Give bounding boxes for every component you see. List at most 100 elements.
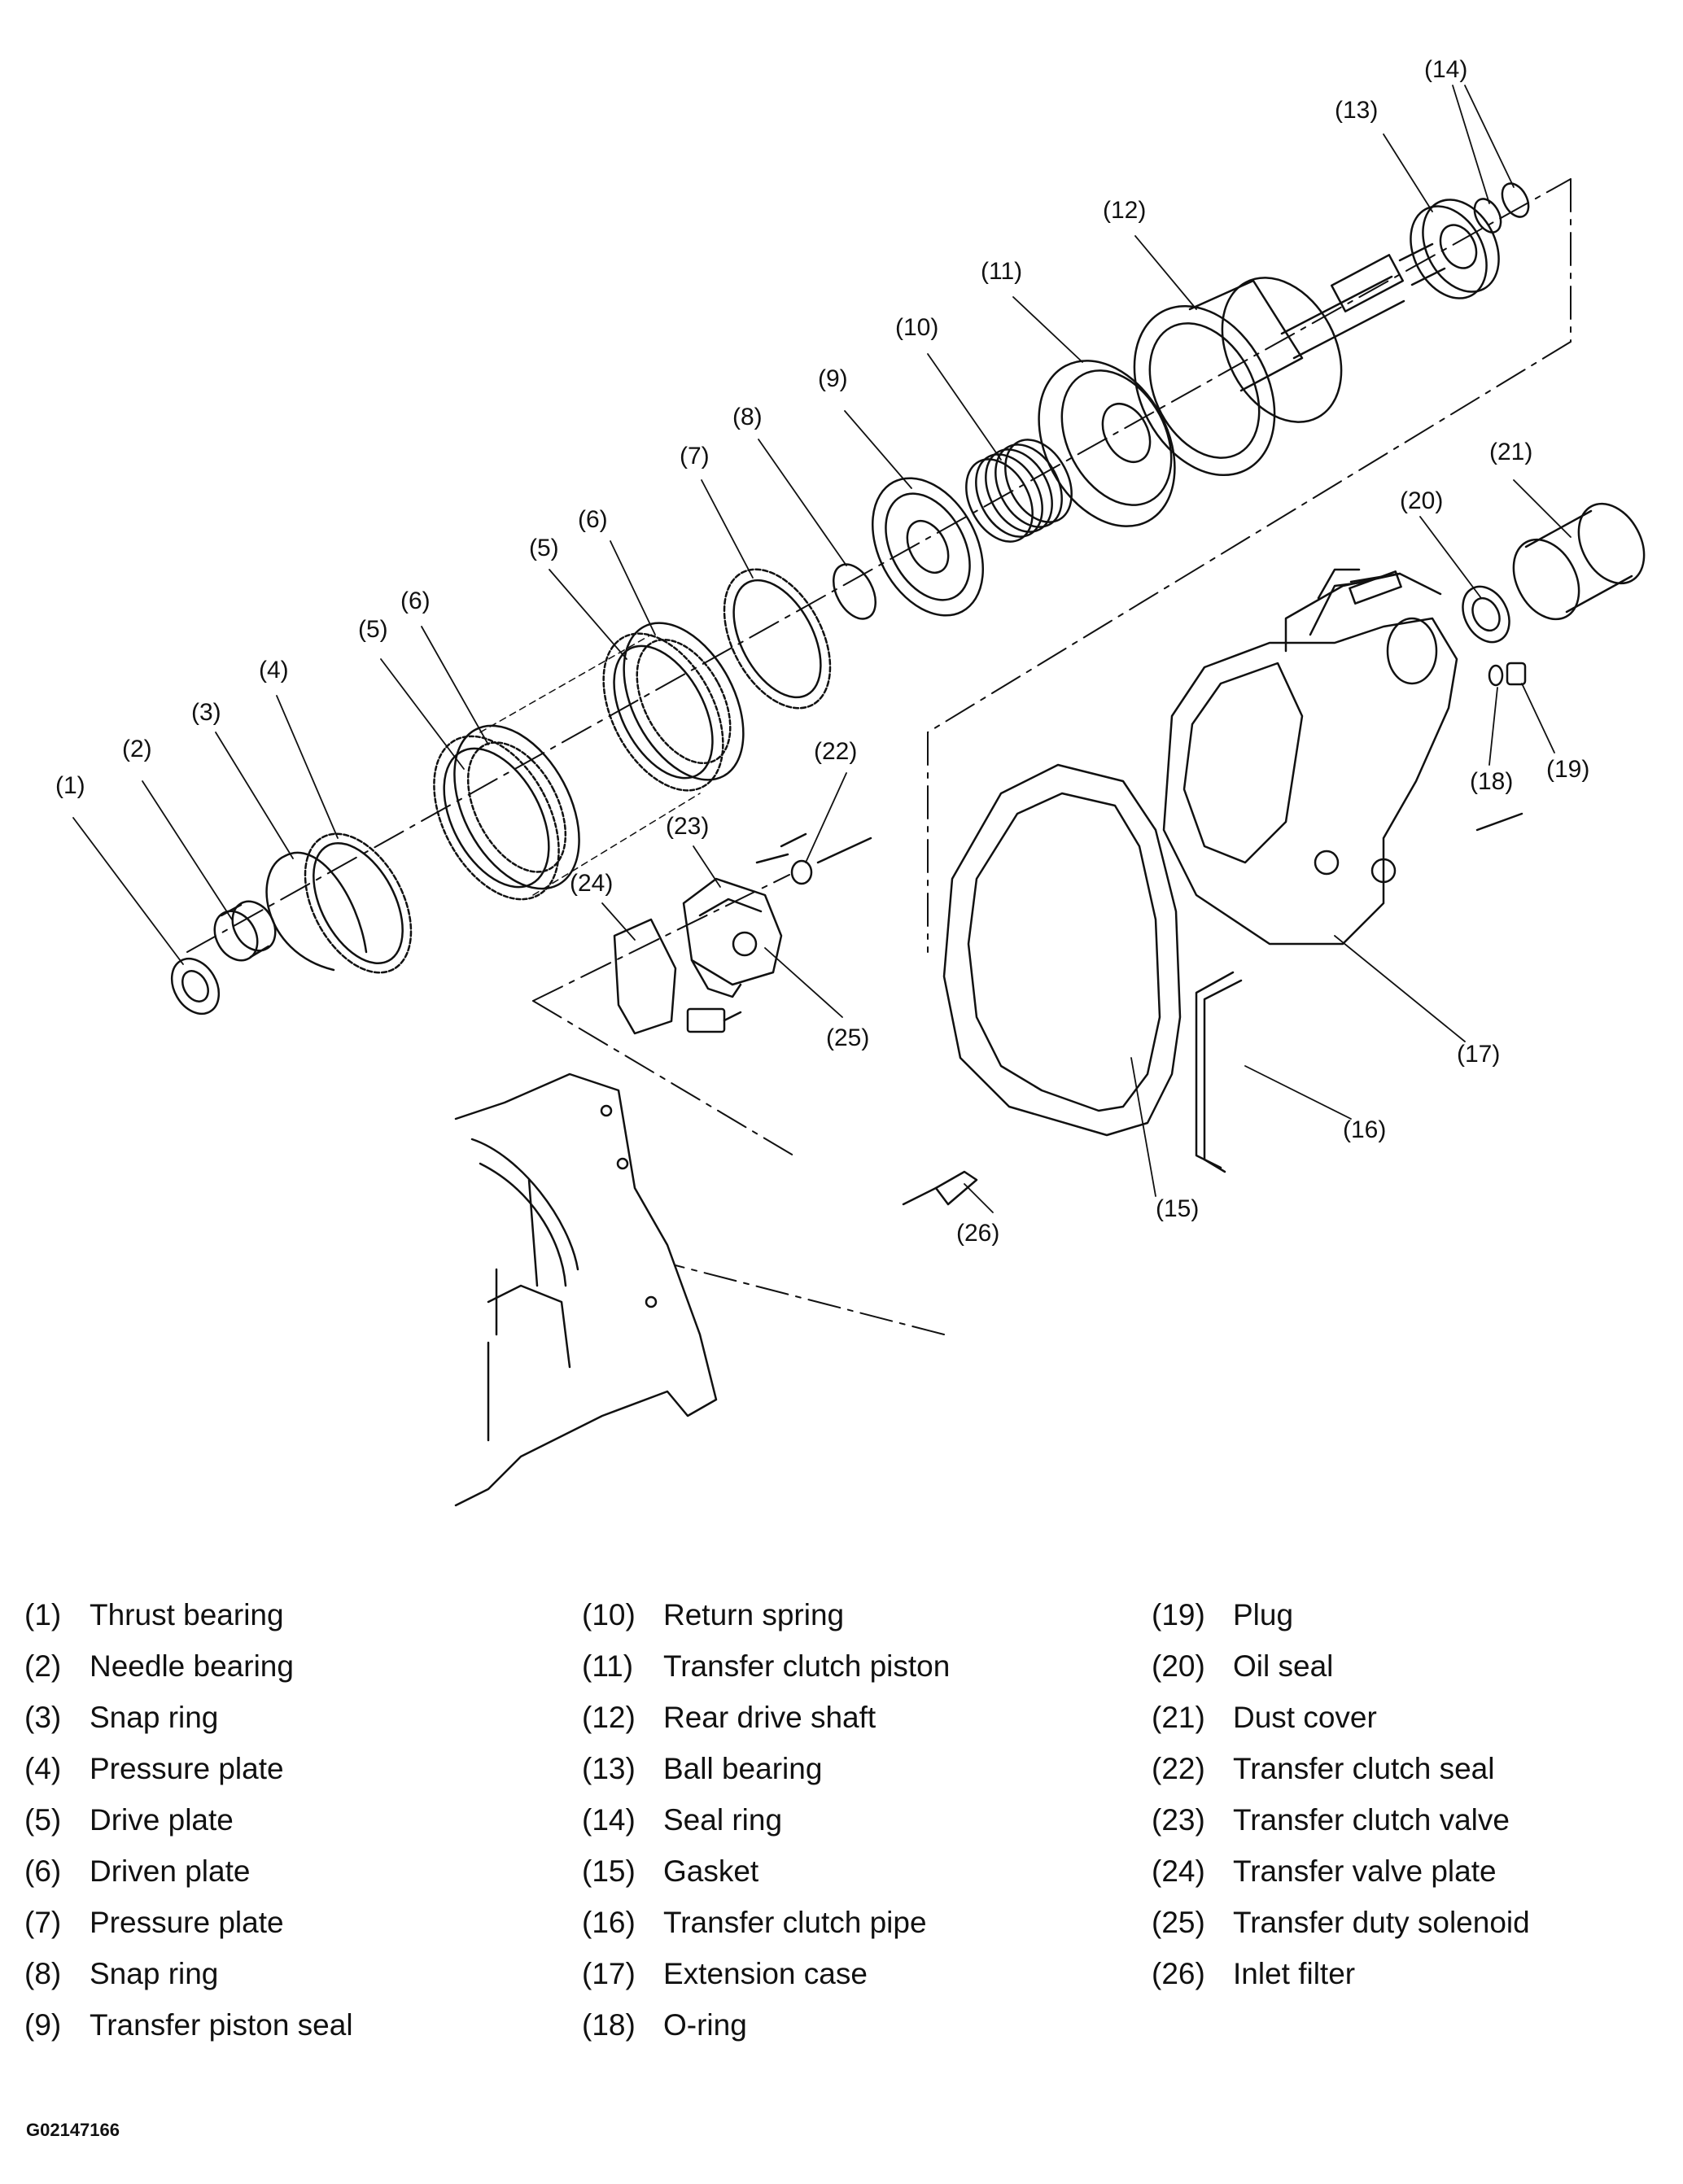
legend-item-name: O-ring (663, 2008, 747, 2042)
legend-item: (3) Snap ring (24, 1697, 218, 1738)
callout-21: (21) (1489, 439, 1532, 465)
legend-item-number: (19) (1152, 1598, 1205, 1631)
legend-item: (17) Extension case (582, 1954, 868, 1994)
inlet-filter-part (902, 1170, 978, 1206)
legend-item-number: (2) (24, 1649, 62, 1683)
legend-item-number: (8) (24, 1957, 62, 1990)
callout-6a: (6) (400, 587, 431, 614)
callout-5a: (5) (358, 616, 388, 643)
legend-item: (26)Inlet filter (1152, 1954, 1355, 1994)
legend-item-name: Extension case (663, 1957, 868, 1990)
thrust-bearing-part (170, 957, 221, 1016)
legend-item-number: (3) (24, 1701, 62, 1734)
legend-item-name: Snap ring (90, 1701, 219, 1734)
legend-item-name: Rear drive shaft (663, 1701, 876, 1734)
legend-item: (23) Transfer clutch valve (1152, 1800, 1510, 1841)
drive-driven-plates-front (433, 724, 580, 901)
legend-item-name: Oil seal (1233, 1649, 1334, 1683)
legend-item: (13)Ball bearing (582, 1749, 822, 1789)
transfer-clutch-pipe-part (1195, 971, 1243, 1173)
leader-lines (72, 85, 1572, 1213)
legend-item-name: Gasket (663, 1854, 759, 1888)
legend-item-number: (9) (24, 2008, 62, 2042)
legend-item: (6)Driven plate (24, 1851, 250, 1892)
o-ring-and-plug-part (1488, 662, 1527, 687)
legend-item-name: Thrust bearing (90, 1598, 284, 1631)
callout-9: (9) (818, 365, 848, 392)
legend-item-name: Needle bearing (90, 1649, 294, 1683)
legend-item-name: Return spring (663, 1598, 845, 1631)
legend-item-name: Seal ring (663, 1803, 783, 1837)
legend-item: (20) Oil seal (1152, 1646, 1333, 1687)
callout-22: (22) (814, 738, 857, 765)
center-axis-line (186, 178, 1572, 1335)
legend-item-number: (25) (1152, 1906, 1205, 1939)
legend-item: (9)Transfer piston seal (24, 2005, 353, 2046)
callout-19: (19) (1546, 756, 1589, 783)
legend-item-name: Inlet filter (1233, 1957, 1356, 1990)
transfer-clutch-valve-part (682, 877, 783, 998)
legend-item: (21) Dust cover (1152, 1697, 1377, 1738)
callout-16: (16) (1343, 1116, 1386, 1143)
legend-item-number: (15) (582, 1854, 636, 1888)
exploded-parts-diagram: (1) (2) (3) (4) (5) (6) (5) (6) (7) (8) … (55, 56, 1646, 1507)
legend-item: (12)Rear drive shaft (582, 1697, 876, 1738)
rear-drive-shaft-part (1133, 242, 1446, 477)
legend-item: (8)Snap ring (24, 1954, 218, 1994)
callout-2: (2) (122, 736, 152, 762)
legend-item: (24)Transfer valve plate (1152, 1851, 1497, 1892)
legend-item-name: Transfer duty solenoid (1233, 1906, 1530, 1939)
transfer-duty-solenoid-part (686, 1007, 742, 1033)
legend-item-number: (5) (24, 1803, 62, 1837)
legend-item-number: (17) (582, 1957, 636, 1990)
gasket-part (942, 763, 1182, 1137)
callout-10: (10) (895, 314, 938, 341)
legend-item-name: Transfer clutch valve (1233, 1803, 1510, 1837)
legend-item-name: Transfer clutch piston (663, 1649, 951, 1683)
callout-20: (20) (1400, 487, 1443, 514)
callout-17: (17) (1457, 1041, 1500, 1068)
legend-item-number: (10) (582, 1598, 636, 1631)
legend-item-number: (13) (582, 1752, 636, 1785)
callout-23: (23) (666, 813, 709, 840)
callout-24: (24) (570, 870, 613, 897)
pressure-plate-part (304, 832, 413, 974)
legend-item: (11)Transfer clutch piston (582, 1646, 950, 1687)
legend-item-number: (7) (24, 1906, 62, 1939)
callout-18: (18) (1470, 768, 1513, 795)
callout-1: (1) (55, 772, 85, 799)
legend-item-number: (24) (1152, 1854, 1205, 1888)
bolts-group (780, 572, 1523, 864)
callout-12: (12) (1103, 197, 1146, 224)
callout-labels: (1) (2) (3) (4) (5) (6) (5) (6) (7) (8) … (55, 56, 1589, 1247)
legend-item-number: (21) (1152, 1701, 1205, 1734)
transfer-clutch-piston-part (1038, 360, 1176, 527)
legend-item: (4) Pressure plate (24, 1749, 284, 1789)
drive-driven-plates-rear (479, 622, 745, 896)
legend-item-name: Drive plate (90, 1803, 234, 1837)
legend-item-name: Pressure plate (90, 1752, 284, 1785)
oil-seal-part (1462, 585, 1510, 644)
callout-15: (15) (1156, 1195, 1199, 1222)
legend-item: (7)Pressure plate (24, 1902, 284, 1943)
callout-14: (14) (1424, 56, 1467, 83)
legend-item-number: (1) (24, 1598, 62, 1631)
legend-item-number: (14) (582, 1803, 636, 1837)
legend-item-number: (18) (582, 2008, 636, 2042)
legend-item: (25) Transfer duty solenoid (1152, 1902, 1530, 1943)
legend-item: (2) Needle bearing (24, 1646, 294, 1687)
legend-item: (19)Plug (1152, 1595, 1293, 1636)
legend-item-number: (22) (1152, 1752, 1205, 1785)
legend-item-number: (16) (582, 1906, 636, 1939)
legend-item-number: (23) (1152, 1803, 1205, 1837)
legend-item-number: (4) (24, 1752, 62, 1785)
legend-item-name: Transfer clutch seal (1233, 1752, 1495, 1785)
callout-7: (7) (680, 443, 710, 470)
legend-item: (16)Transfer clutch pipe (582, 1902, 927, 1943)
legend-item-name: Dust cover (1233, 1701, 1377, 1734)
transfer-clutch-seal-part (755, 853, 813, 885)
figure-code: G02147166 (26, 2120, 120, 2140)
callout-5b: (5) (529, 535, 559, 561)
legend-item-number: (20) (1152, 1649, 1205, 1683)
snap-ring-rear-part (833, 563, 876, 620)
